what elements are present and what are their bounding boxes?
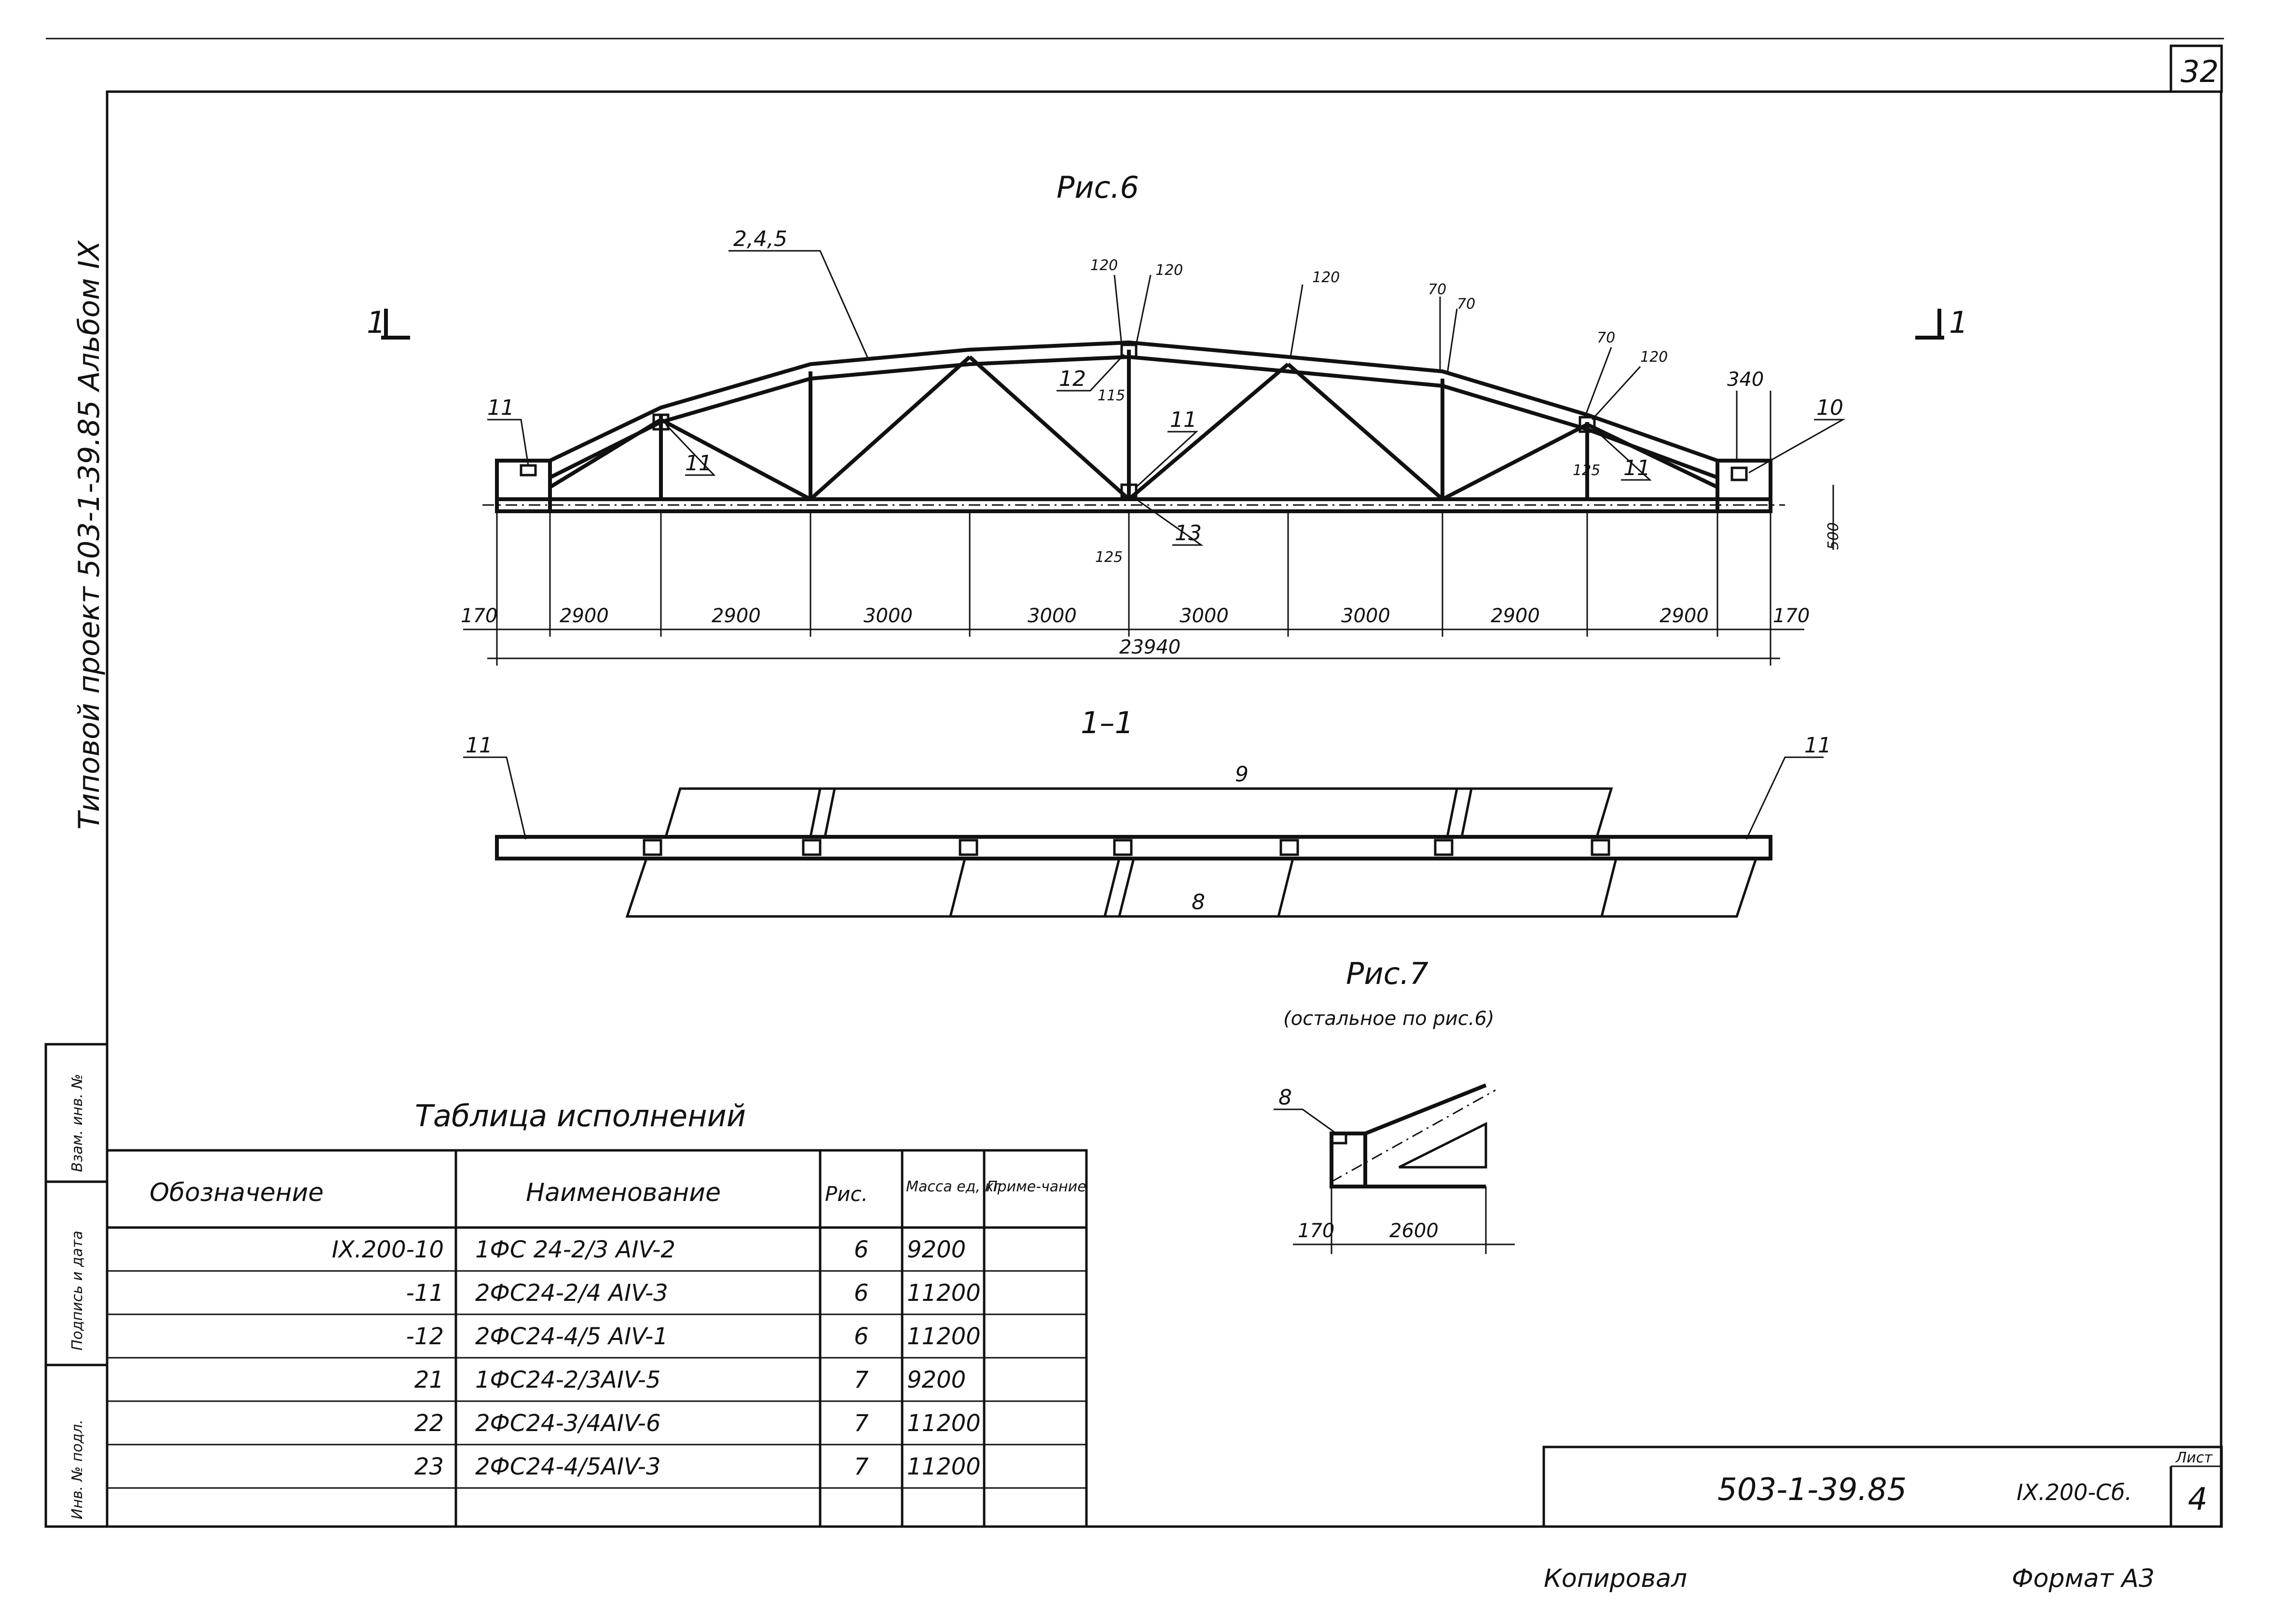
fig6-callout-5: 11 <box>1170 408 1197 432</box>
th-designation: Обозначение <box>150 1178 324 1207</box>
table-cell-r3-c3: 6 <box>854 1323 869 1350</box>
section-callout-2: 9 <box>1235 762 1249 787</box>
fig6-section-mark-left: 1 <box>367 305 385 340</box>
table-cell-r2-c3: 6 <box>854 1280 869 1307</box>
fig6-local-dim-3: 120 <box>1312 269 1340 286</box>
table-cell-r6-c1: 23 <box>414 1453 444 1480</box>
table-cell-r3-c2: 2ФС24-4/5 AIV-1 <box>475 1323 668 1350</box>
table-cell-r5-c3: 7 <box>854 1410 869 1437</box>
fig6-local-dim-5: 70 <box>1457 296 1475 313</box>
table-cell-r1-c2: 1ФС 24-2/3 AIV-2 <box>475 1236 675 1263</box>
table-cell-r5-c1: 22 <box>414 1410 444 1437</box>
table-cell-r5-c2: 2ФС24-3/4AIV-6 <box>475 1410 661 1437</box>
table-cell-r3-c1: -12 <box>406 1323 444 1350</box>
table-cell-r6-c3: 7 <box>854 1453 869 1480</box>
fig6-overall-dim: 23940 <box>1119 636 1181 658</box>
section-1-1: 1–1 11 9 11 8 <box>463 705 1831 918</box>
fig6-local-dim-9: 125 <box>1095 549 1123 566</box>
title-block: 503-1-39.85 IX.200-Сб. Лист 4 <box>1542 1446 2223 1528</box>
th-name: Наименование <box>526 1178 721 1207</box>
fig6-panel-dim-9: 2900 <box>1660 605 1709 627</box>
fig6-truss: Рис.6 1 <box>367 170 1968 666</box>
footer-format: Формат А3 <box>2012 1564 2155 1593</box>
footer-copied: Копировал <box>1544 1564 1687 1593</box>
fig6-callout-4: 12 <box>1059 367 1086 391</box>
fig6-local-dim-1: 120 <box>1090 257 1118 274</box>
fig6-panel-dim-2: 2900 <box>560 605 609 627</box>
side-project-label: Типовой проект 503-1-39.85 Альбом IX <box>72 240 106 830</box>
fig7-callout: 8 <box>1278 1085 1292 1110</box>
table-cell-r3-c4: 11200 <box>907 1323 981 1350</box>
stamp-sheet-label: Лист <box>2175 1449 2213 1466</box>
table-cell-r6-c2: 2ФС24-4/5AIV-3 <box>475 1453 661 1480</box>
table-cell-r1-c4: 9200 <box>907 1236 966 1263</box>
fig6-callout-1: 2,4,5 <box>733 227 787 251</box>
th-note: Приме-чание <box>987 1178 1086 1195</box>
fig6-callout-6: 13 <box>1175 521 1202 546</box>
table-cell-r2-c2: 2ФС24-2/4 AIV-3 <box>475 1280 668 1307</box>
fig6-panel-dim-5: 3000 <box>1028 605 1077 627</box>
fig7-subtitle: (остальное по рис.6) <box>1283 1008 1494 1030</box>
table-cell-r4-c3: 7 <box>854 1366 869 1393</box>
table-cell-r4-c4: 9200 <box>907 1366 966 1393</box>
table-cell-r4-c1: 21 <box>414 1366 444 1393</box>
th-fig: Рис. <box>825 1182 868 1206</box>
section-callout-3: 11 <box>1804 733 1831 758</box>
fig6-local-dim-11: 340 <box>1727 368 1764 391</box>
side-stamp: Взам. инв. № Подпись и дата Инв. № подл. <box>44 1043 109 1528</box>
table-cell-r4-c2: 1ФС24-2/3AIV-5 <box>475 1366 661 1393</box>
fig6-title: Рис.6 <box>1057 170 1139 205</box>
fig7: Рис.7 (остальное по рис.6) 8 170 2600 <box>1274 956 1515 1254</box>
fig6-callout-7: 10 <box>1816 396 1843 420</box>
variants-table: Таблица исполнений Обозначение Наименова… <box>106 1098 1088 1528</box>
section-callout-4: 8 <box>1192 890 1205 914</box>
fig6-callout-3: 11 <box>685 451 712 476</box>
fig6-local-dim-4: 70 <box>1428 281 1446 298</box>
fig6-panel-dim-7: 3000 <box>1341 605 1390 627</box>
fig6-local-dim-6: 70 <box>1597 329 1615 346</box>
fig6-panel-dim-4: 3000 <box>864 605 913 627</box>
table-cell-r2-c1: -11 <box>406 1280 444 1307</box>
fig6-panel-dim-1: 170 <box>461 605 497 627</box>
table-cell-r1-c1: IX.200-10 <box>332 1236 444 1263</box>
fig6-panel-dim-8: 2900 <box>1491 605 1540 627</box>
fig6-panel-dim-3: 2900 <box>712 605 761 627</box>
side-stamp-label-1: Взам. инв. № <box>69 1074 86 1172</box>
th-mass: Масса ед, кг <box>906 1178 1002 1195</box>
fig7-dim-1: 170 <box>1298 1220 1334 1242</box>
fig6-local-dim-2: 120 <box>1155 262 1183 279</box>
table-cell-r5-c4: 11200 <box>907 1410 981 1437</box>
fig6-panel-dim-10: 170 <box>1773 605 1810 627</box>
table-cell-r2-c4: 11200 <box>907 1280 981 1307</box>
fig7-title: Рис.7 <box>1346 956 1428 991</box>
side-stamp-label-2: Подпись и дата <box>69 1231 86 1351</box>
table-title: Таблица исполнений <box>415 1098 746 1133</box>
fig6-section-mark-right: 1 <box>1949 305 1968 340</box>
stamp-doc-code: IX.200-Сб. <box>2017 1479 2132 1505</box>
sheet-number: 32 <box>2181 54 2219 89</box>
fig6-local-dim-8: 115 <box>1098 387 1125 404</box>
sheet-frame <box>46 38 2224 1528</box>
table-cell-r6-c4: 11200 <box>907 1453 981 1480</box>
table-cell-r1-c3: 6 <box>854 1236 869 1263</box>
stamp-sheet-value: 4 <box>2188 1482 2208 1517</box>
fig6-callout-2: 11 <box>487 396 514 420</box>
section-title: 1–1 <box>1081 705 1134 740</box>
side-stamp-label-3: Инв. № подл. <box>69 1419 86 1519</box>
fig7-dim-2: 2600 <box>1389 1220 1439 1242</box>
fig6-panel-dim-6: 3000 <box>1180 605 1229 627</box>
fig6-local-dim-7: 120 <box>1640 349 1668 366</box>
fig6-local-dim-10: 125 <box>1573 462 1600 479</box>
section-callout-1: 11 <box>466 733 493 758</box>
fig6-callout-8: 11 <box>1623 456 1650 480</box>
stamp-project-code: 503-1-39.85 <box>1717 1472 1907 1508</box>
